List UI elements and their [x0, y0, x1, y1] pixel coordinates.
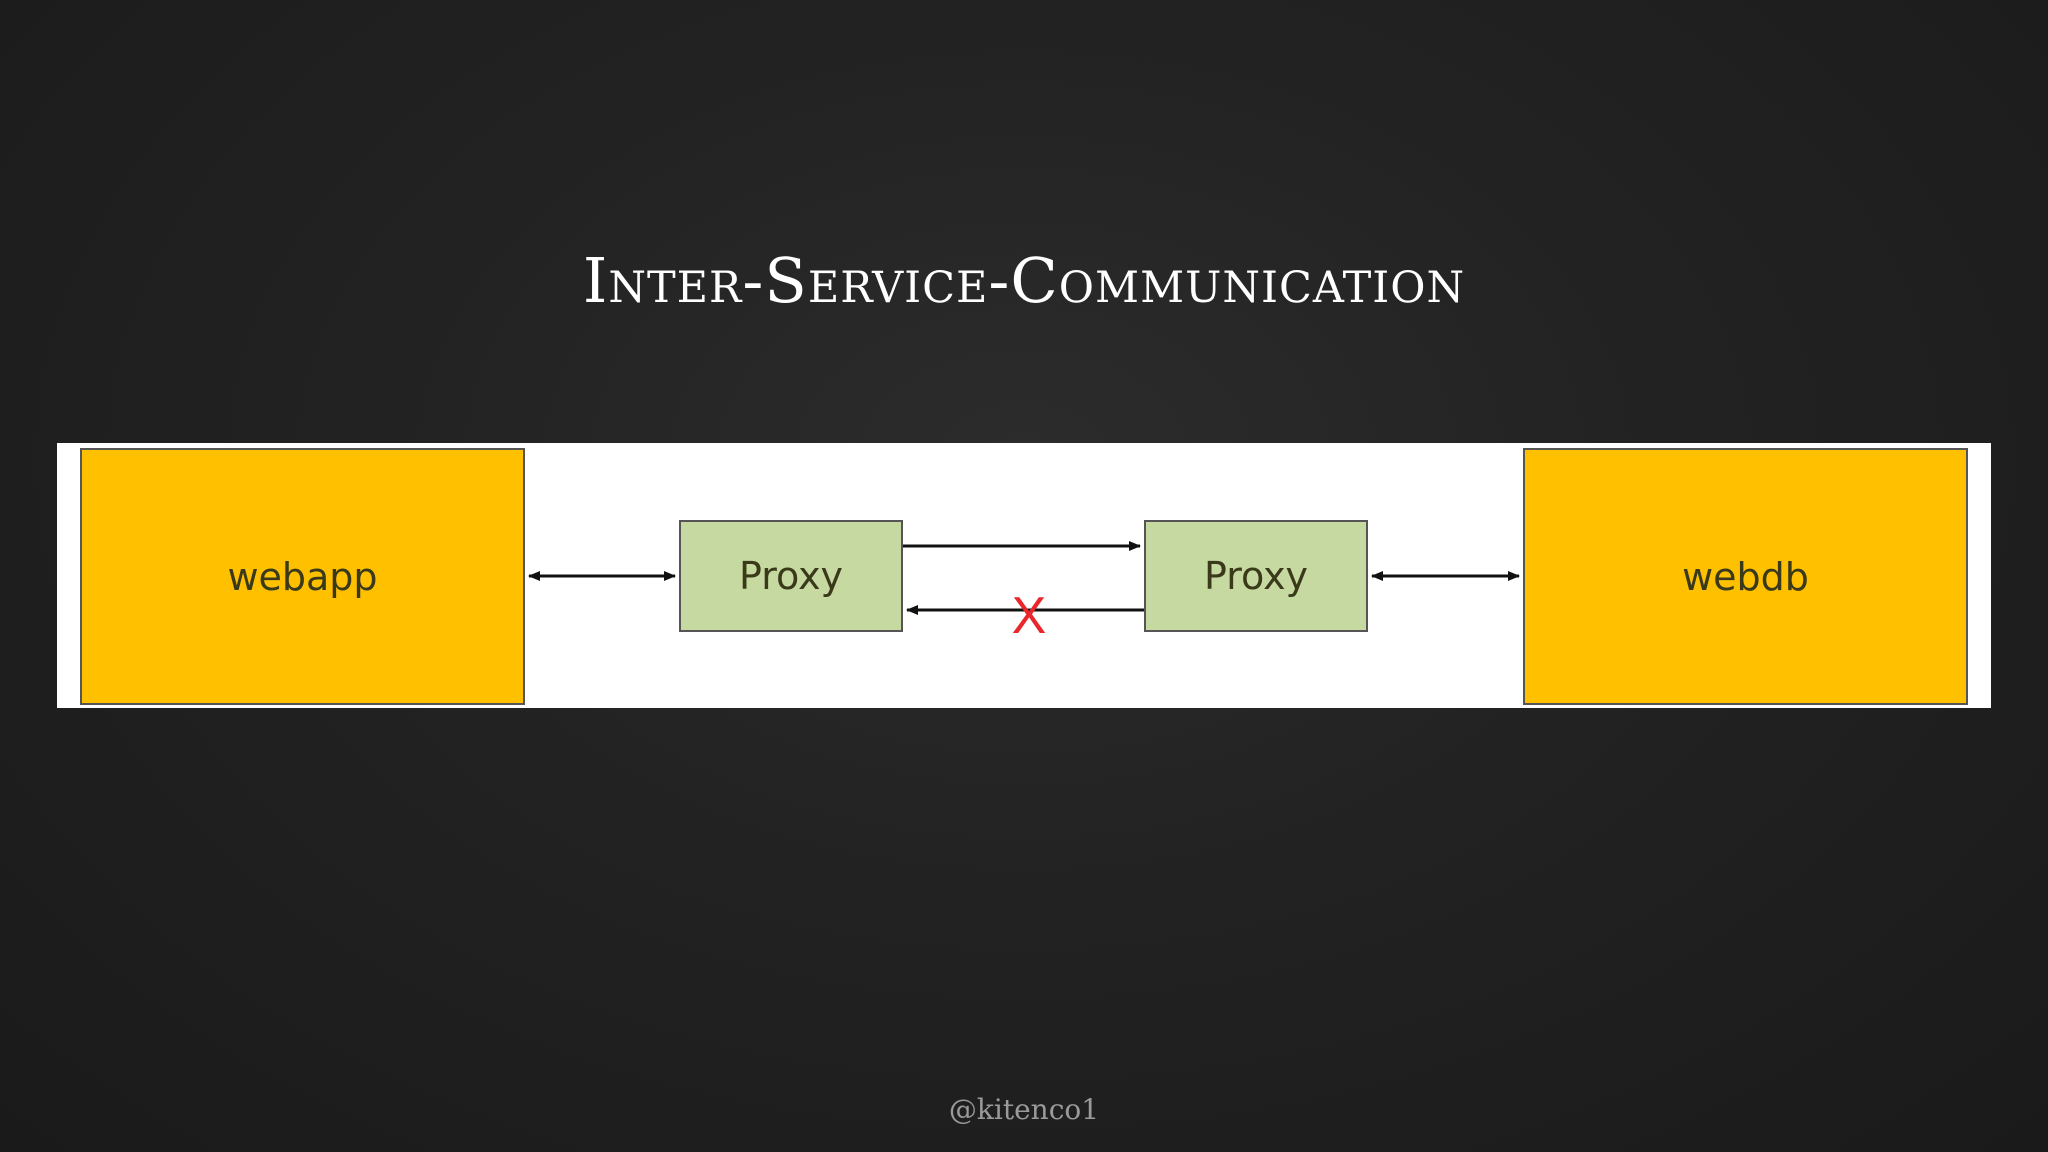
- webapp-box: webapp: [80, 448, 525, 705]
- proxy-left-box: Proxy: [679, 520, 903, 632]
- footer-handle: @kitenco1: [948, 1093, 1100, 1126]
- slide-title: Inter-Service-Communication: [582, 244, 1466, 317]
- connection-arrows: X: [528, 541, 1520, 645]
- architecture-diagram: webapp Proxy Proxy webdb X: [57, 443, 1991, 708]
- webdb-box: webdb: [1523, 448, 1968, 705]
- proxy-right-box: Proxy: [1144, 520, 1368, 632]
- blocked-x-icon: X: [1012, 587, 1047, 645]
